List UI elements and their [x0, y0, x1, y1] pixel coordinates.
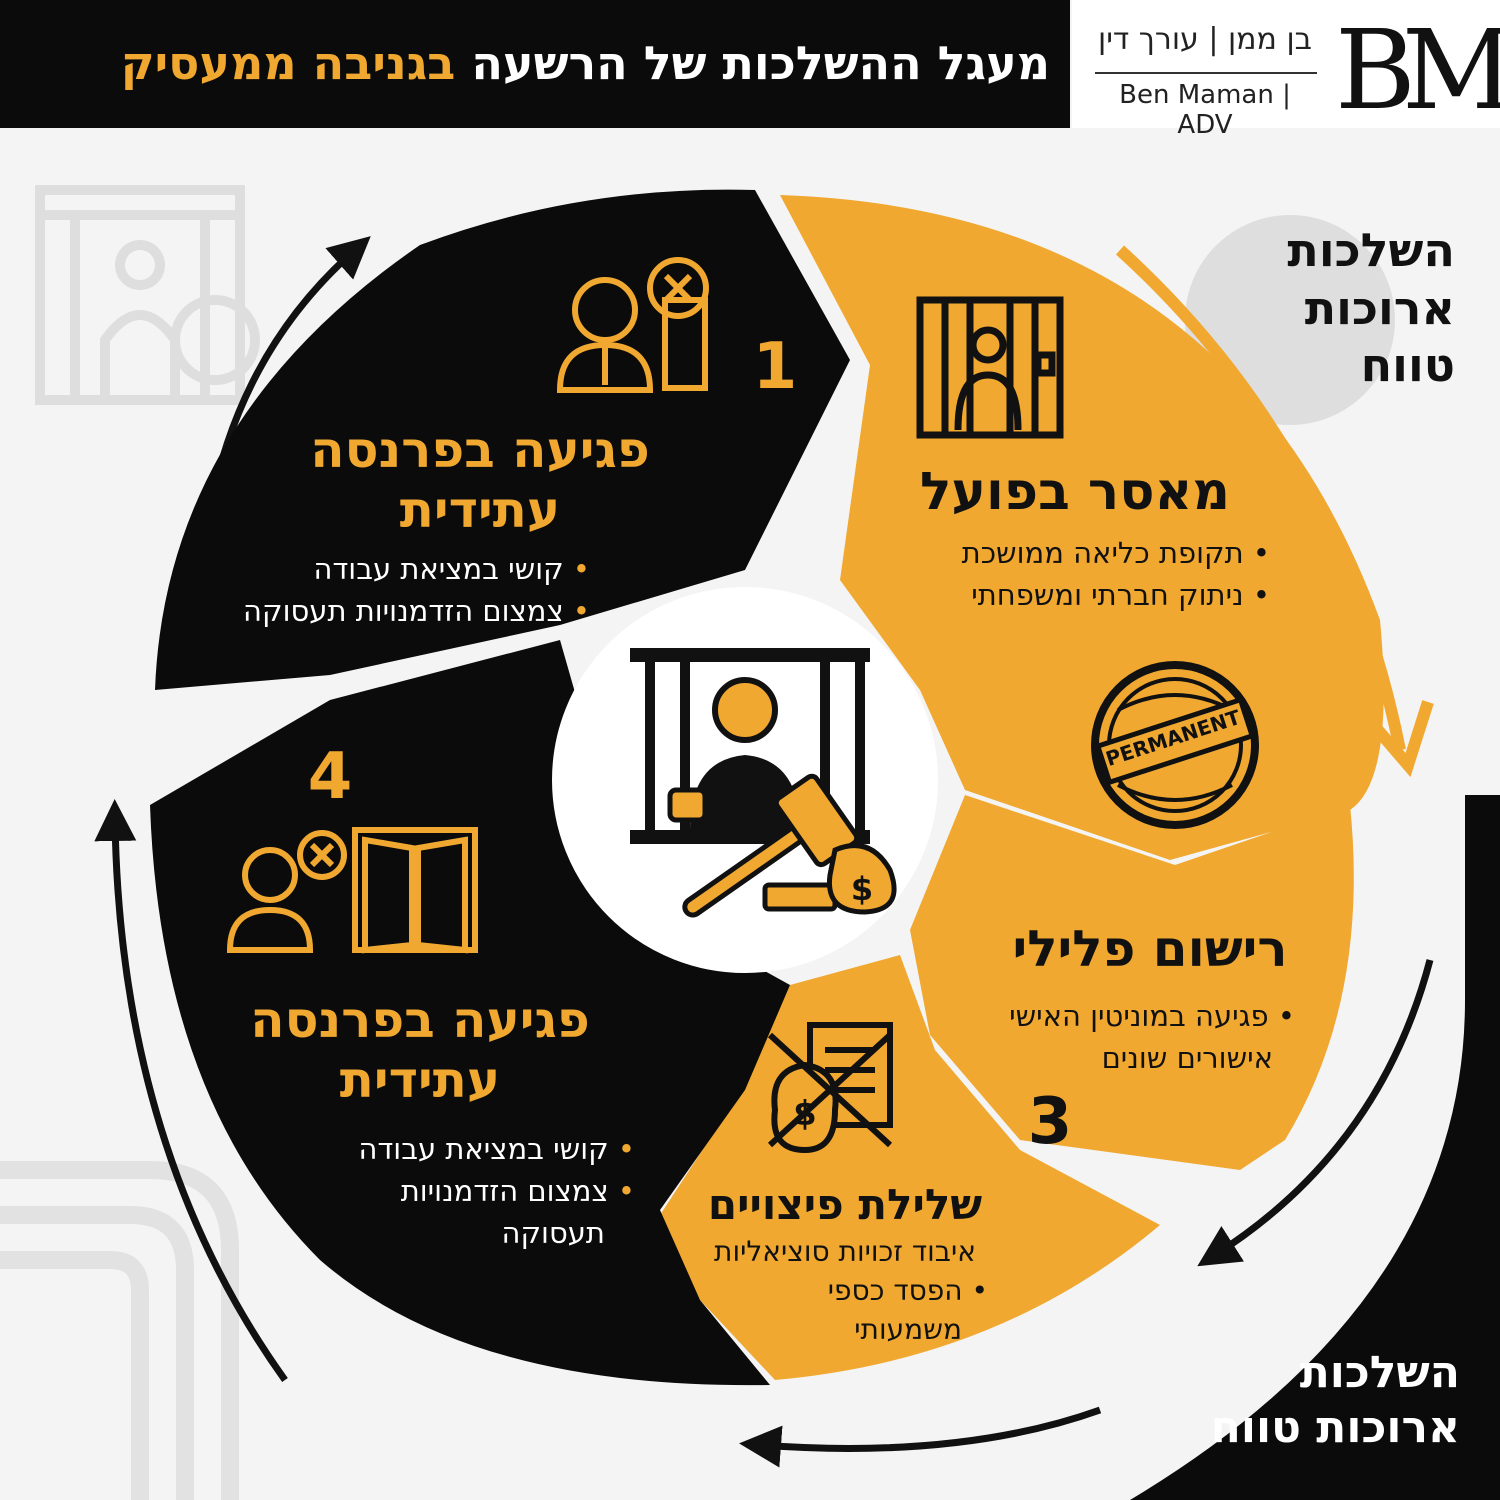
segment-comp-heading: שלילת פיצויים: [707, 1180, 983, 1229]
segment-comp-bullets: איבוד זכויות סוציאליות • הפסד כספי משמעו…: [690, 1232, 1000, 1350]
logo-box: [1072, 0, 1500, 128]
svg-text:$: $: [851, 870, 873, 908]
segment-3-bullet: • פגיעה במוניטין האישי: [1009, 999, 1295, 1033]
segment-3-bullet: אישורים שונים: [1101, 1041, 1273, 1076]
segment-1-heading-line: פגיעה בפרנסה: [310, 421, 650, 479]
segment-4-shape: [150, 640, 790, 1386]
segment-1-heading-line: עתידית: [399, 481, 561, 539]
logo-divider: [1095, 72, 1317, 74]
segment-2-bullet: • תקופת כליאה ממושכת: [961, 536, 1270, 570]
money-document-crossed-icon: [767, 1022, 893, 1154]
side-label-top-line: השלכות: [1287, 223, 1455, 277]
cycle-arrow-bottom: [739, 1406, 1102, 1468]
logo-english: Ben Maman | ADV: [1119, 80, 1291, 140]
side-label-bottom: השלכות ארוכות טווח: [1120, 1345, 1460, 1455]
segment-2-bullet: • ניתוק חברתי ומשפחתי: [971, 578, 1270, 613]
segment-1-bullet: • צמצום הזדמנויות תעסוקה: [243, 594, 590, 629]
header-bar: [0, 0, 1070, 128]
segment-1-bullet: • קושי במציאת עבודה: [313, 552, 590, 586]
segment-comp-bullet: משמעותי: [854, 1313, 962, 1347]
segment-4-bullet: • צמצום הזדמנויות: [400, 1174, 635, 1209]
segment-4-heading-line: פגיעה בפרנסה: [250, 991, 590, 1049]
segment-3-bullets: • פגיעה במוניטין האישי אישורים שונים: [950, 995, 1295, 1079]
cycle-arrow-left: [94, 799, 288, 1383]
title-main: מעגל ההשלכות של הרשעה: [471, 36, 1050, 90]
side-label-bottom-line: השלכות: [1299, 1347, 1460, 1398]
side-label-top-line: ארוכות: [1304, 280, 1455, 335]
logo-monogram: BM: [1335, 6, 1500, 134]
segment-comp-shape: [660, 955, 1160, 1380]
jail-cell-icon: [916, 296, 1064, 439]
segment-comp-bullet: • הפסד כספי: [827, 1274, 988, 1308]
segment-comp-bullet: איבוד זכויות סוציאליות: [714, 1235, 976, 1268]
side-label-top-line: טווח: [1360, 338, 1455, 392]
segment-1-number: 1: [752, 330, 798, 404]
segment-1-heading: פגיעה בפרנסה עתידית: [260, 420, 700, 540]
permanent-stamp: [1091, 661, 1259, 829]
segment-2-heading: מאסר בפועל: [919, 462, 1231, 522]
prisoner-gavel-icon: $: [630, 648, 897, 918]
title-accent: בגניבה ממעסיק: [120, 36, 456, 90]
segment-3-number: 3: [1027, 1085, 1073, 1159]
segment-4-heading-line: עתידית: [339, 1051, 501, 1109]
segment-2-bullets: • תקופת כליאה ממושכת • ניתוק חברתי ומשפח…: [880, 532, 1270, 616]
segment-3-heading: רישום פלילי: [1012, 920, 1288, 978]
bottom-right-panel: [1130, 795, 1500, 1500]
faded-arch-decoration: [0, 1161, 239, 1500]
segment-4-heading: פגיעה בפרנסה עתידית: [200, 990, 640, 1110]
man-rejected-icon: [556, 257, 709, 393]
side-label-top: השלכות ארוכות טווח: [1170, 222, 1455, 395]
cycle-arrow-bottom-right: [1197, 959, 1434, 1267]
man-door-icon: [226, 827, 478, 954]
segment-4-bullets: • קושי במציאת עבודה • צמצום הזדמנויות תע…: [300, 1128, 635, 1254]
faded-prison-icon: [35, 185, 260, 405]
side-label-bottom-line: ארוכות טווח: [1210, 1402, 1460, 1453]
segment-1-bullets: • קושי במציאת עבודה • צמצום הזדמנויות תע…: [170, 548, 590, 632]
logo-hebrew: בן ממן | עורך דין: [1098, 22, 1312, 57]
page-title: מעגל ההשלכות של הרשעה בגניבה ממעסיק: [50, 36, 1050, 90]
segment-3-shape: [910, 795, 1354, 1170]
segment-4-bullet: • קושי במציאת עבודה: [358, 1132, 635, 1166]
segment-4-number: 4: [307, 740, 353, 814]
segment-4-bullet: תעסוקה: [501, 1216, 605, 1251]
money-dollar-glyph: $: [793, 1094, 817, 1134]
